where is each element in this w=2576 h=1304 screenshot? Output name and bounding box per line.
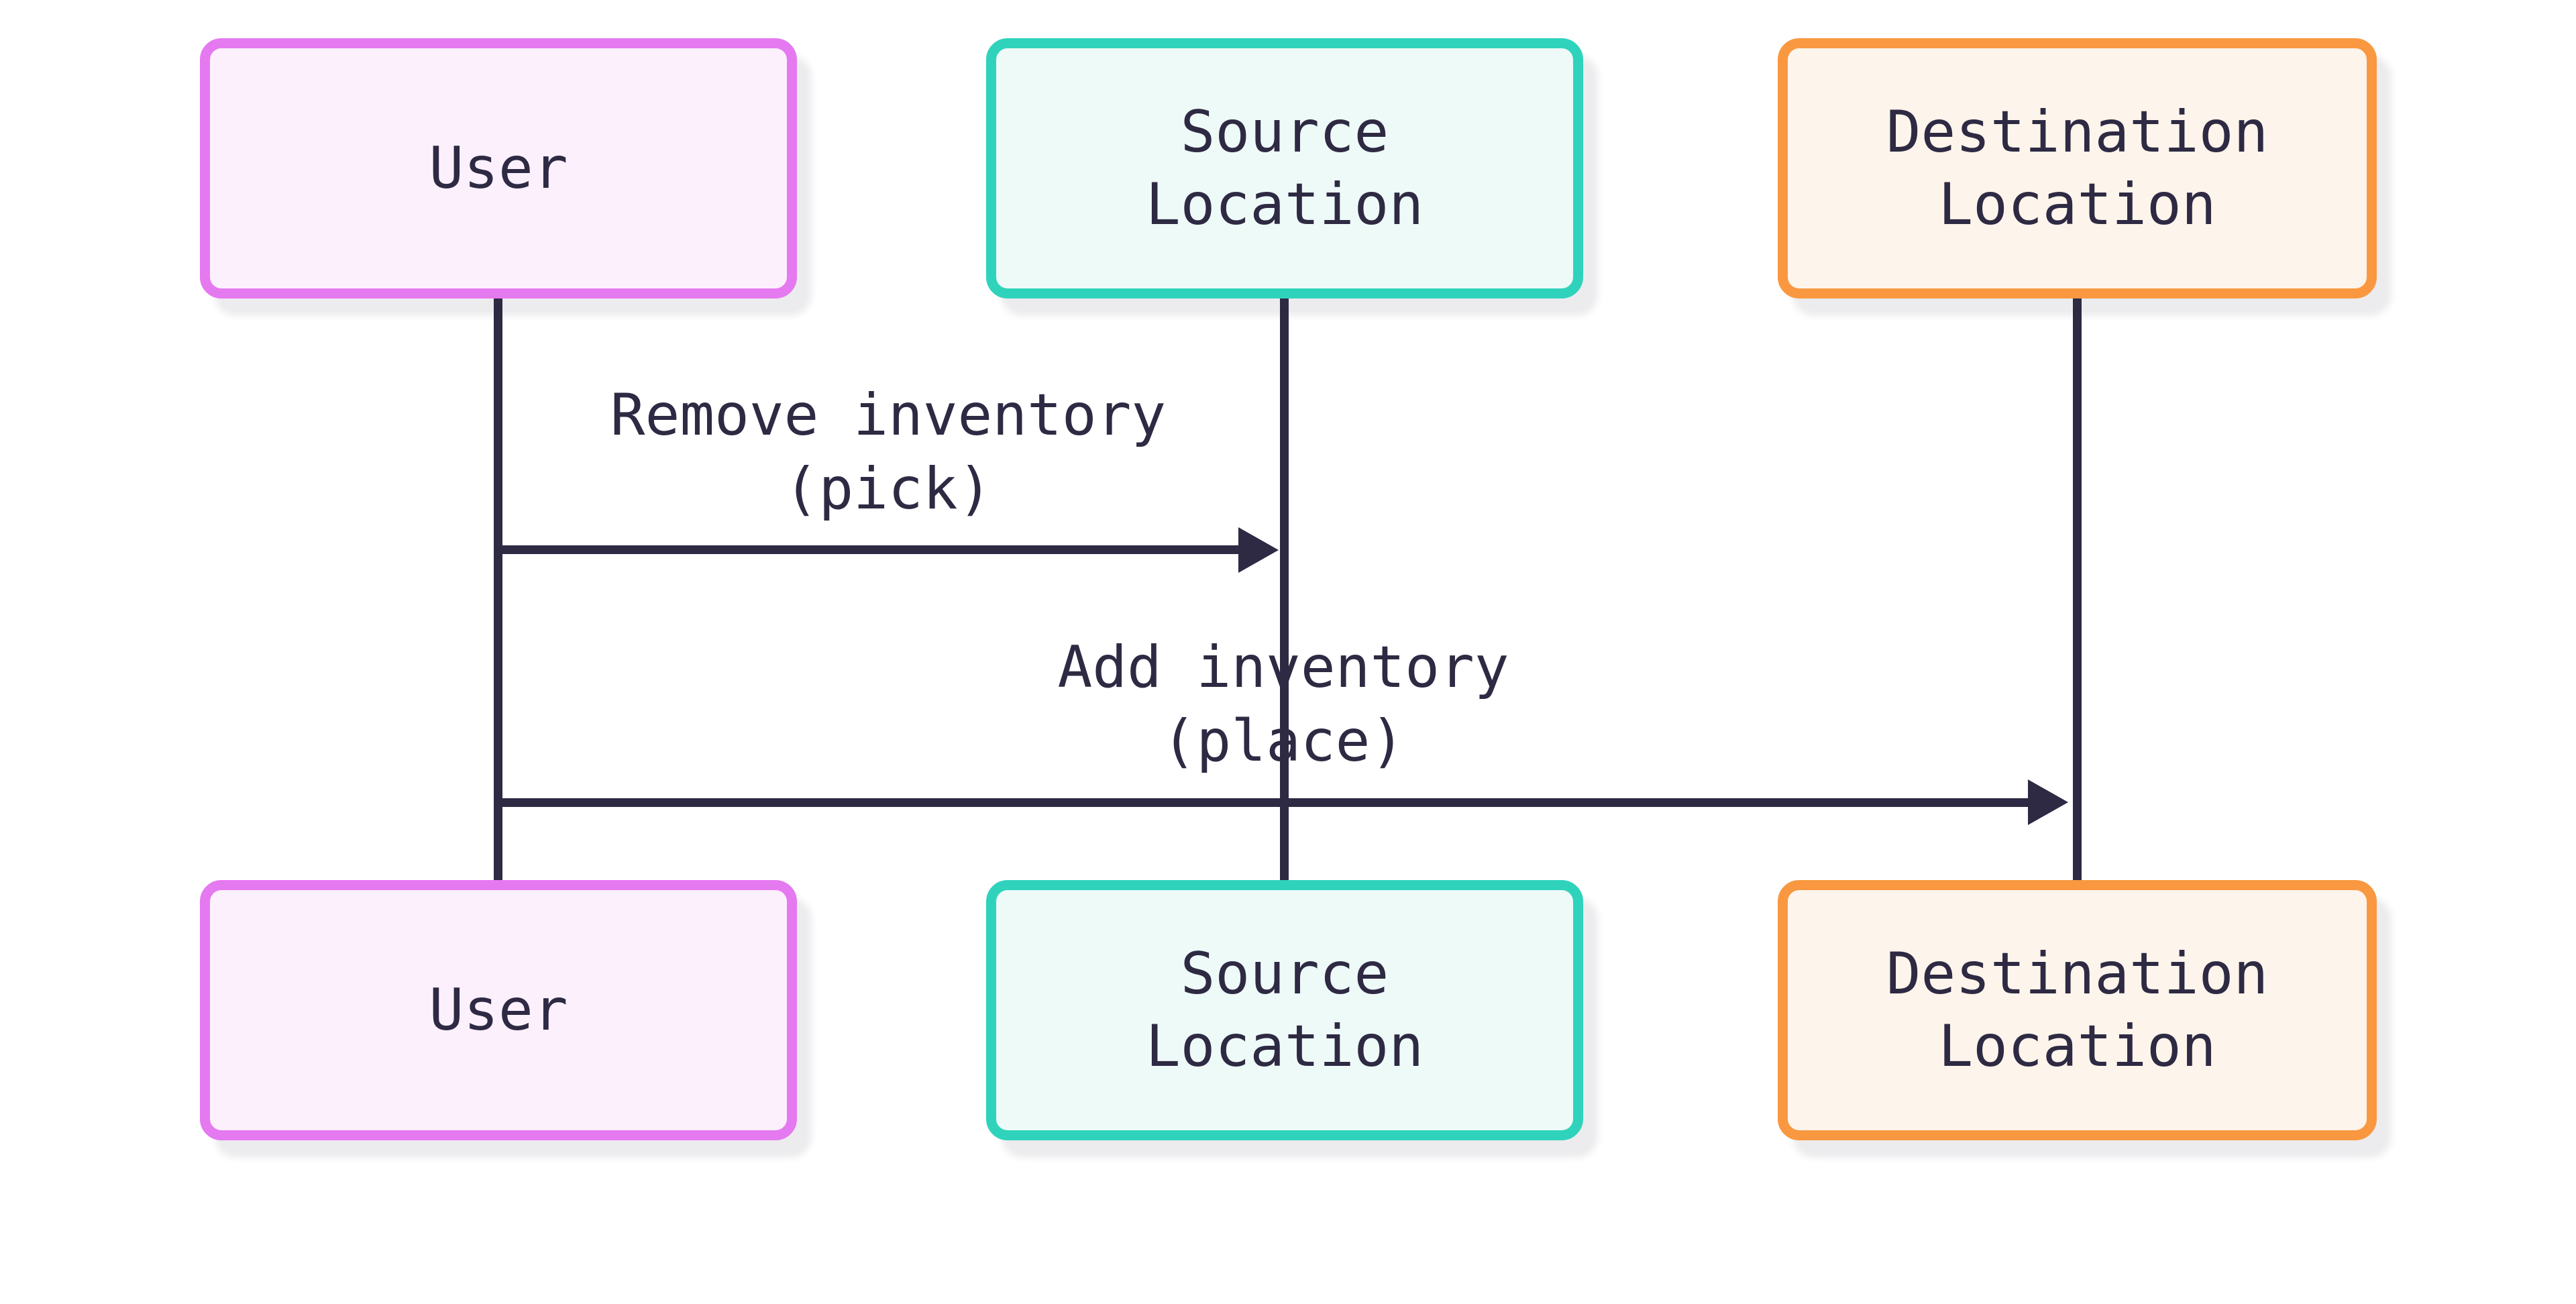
actor-box-source-location-top: Source Location xyxy=(986,38,1583,298)
actor-label-line: Location xyxy=(1938,171,2216,238)
actor-label-line: Destination xyxy=(1886,99,2269,166)
actor-box-user-top: User xyxy=(200,38,797,298)
actor-label-user: User xyxy=(429,135,568,202)
actor-label-line: Source xyxy=(1180,99,1389,166)
actor-label-line: Location xyxy=(1938,1013,2216,1080)
message-label-line: Remove inventory xyxy=(610,382,1167,449)
message-label-line: (place) xyxy=(1161,708,1405,775)
actor-box-destination-location-bottom: Destination Location xyxy=(1778,880,2377,1140)
lifeline-user xyxy=(494,295,502,885)
arrowhead-icon-place xyxy=(2028,779,2068,825)
actor-box-destination-location-top: Destination Location xyxy=(1778,38,2377,298)
actor-box-source-location-bottom: Source Location xyxy=(986,880,1583,1140)
message-label-line: (pick) xyxy=(784,455,993,523)
actor-box-user-bottom: User xyxy=(200,880,797,1140)
message-line-place xyxy=(498,798,2030,807)
arrowhead-icon-pick xyxy=(1238,527,1279,573)
actor-label-line: Location xyxy=(1145,171,1424,238)
actor-label-user: User xyxy=(429,977,568,1044)
message-line-pick xyxy=(498,545,1240,554)
lifeline-source-location xyxy=(1280,295,1289,885)
message-label-line: Add inventory xyxy=(1057,634,1509,701)
actor-label-line: Destination xyxy=(1886,940,2269,1008)
actor-label-line: Source xyxy=(1180,940,1389,1008)
actor-label-line: Location xyxy=(1145,1013,1424,1080)
message-label-pick: Remove inventory (pick) xyxy=(610,378,1166,526)
lifeline-destination-location xyxy=(2073,295,2082,885)
message-label-place: Add inventory (place) xyxy=(1057,631,1509,778)
